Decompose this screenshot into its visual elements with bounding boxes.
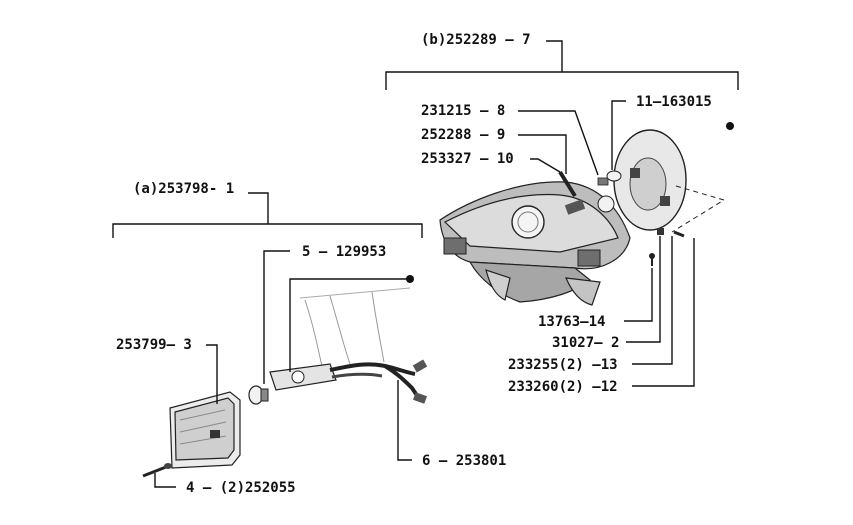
group-a-label[interactable]: (a)253798- 1 bbox=[133, 181, 234, 197]
group-b-label[interactable]: (b)252289 — 7 bbox=[421, 32, 531, 48]
bulb-holder-8-9-10 bbox=[558, 170, 622, 215]
wiring-harness-6 bbox=[269, 287, 428, 404]
callout-label[interactable]: 253327 — 10 bbox=[421, 151, 514, 167]
callout-label[interactable]: 5 — 129953 bbox=[302, 244, 386, 260]
group-a-bracket: (a)253798- 1 bbox=[112, 181, 423, 238]
screw-4 bbox=[142, 463, 172, 478]
callout-6-253801: 6 — 253801 bbox=[289, 275, 506, 469]
callout-label[interactable]: 4 — (2)252055 bbox=[186, 480, 296, 496]
callout-13763-14: 13763—14 bbox=[538, 268, 653, 330]
callout-11-163015: 11—163015 bbox=[611, 94, 734, 170]
callout-253327-10: 253327 — 10 bbox=[421, 151, 561, 173]
bulb-5 bbox=[248, 385, 269, 405]
callout-label[interactable]: 31027— 2 bbox=[552, 335, 619, 351]
callout-253799-3: 253799— 3 bbox=[116, 337, 218, 404]
callout-label[interactable]: 253799— 3 bbox=[116, 337, 192, 353]
callout-4-252055: 4 — (2)252055 bbox=[154, 473, 296, 496]
callout-label[interactable]: 231215 — 8 bbox=[421, 103, 505, 119]
fasteners bbox=[649, 228, 685, 266]
group-b-bracket: (b)252289 — 7 bbox=[385, 32, 739, 90]
headlight-reflector bbox=[613, 129, 726, 233]
callout-252288-9: 252288 — 9 bbox=[421, 127, 567, 174]
callout-5-129953: 5 — 129953 bbox=[263, 244, 386, 384]
callout-label[interactable]: 233255(2) —13 bbox=[508, 357, 618, 373]
tail-lamp-lens bbox=[169, 391, 241, 469]
callout-label[interactable]: 6 — 253801 bbox=[422, 453, 506, 469]
callout-label[interactable]: 11—163015 bbox=[636, 94, 712, 110]
callout-233260-12: 233260(2) —12 bbox=[508, 238, 695, 395]
callout-label[interactable]: 13763—14 bbox=[538, 314, 605, 330]
callout-231215-8: 231215 — 8 bbox=[421, 103, 599, 176]
callout-label[interactable]: 233260(2) —12 bbox=[508, 379, 618, 395]
callout-31027-2: 31027— 2 bbox=[552, 236, 661, 351]
callout-233255-13: 233255(2) —13 bbox=[508, 236, 673, 373]
callout-label[interactable]: 252288 — 9 bbox=[421, 127, 505, 143]
